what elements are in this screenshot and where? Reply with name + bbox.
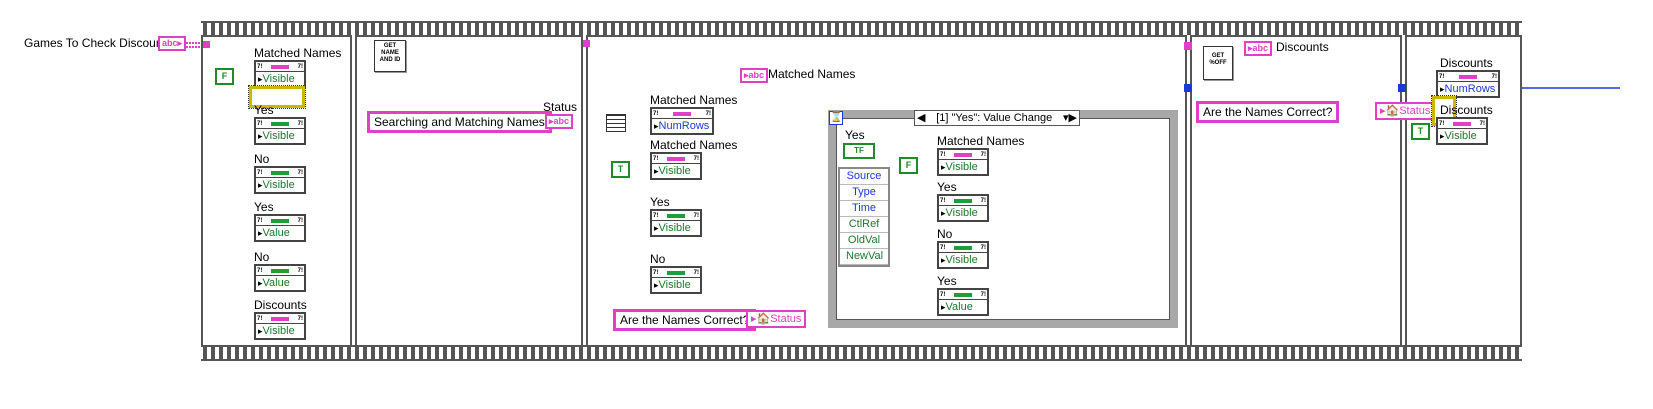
property-node-discounts-numrows[interactable]: 7!7! NumRows: [1436, 70, 1500, 98]
property-node-matched-names-visible[interactable]: 7!7! Visible: [937, 148, 989, 176]
node-label: Yes: [937, 180, 957, 194]
input-string-control[interactable]: abc▸: [158, 36, 187, 51]
property-node-discounts-visible[interactable]: 7!7! Visible: [1436, 117, 1488, 145]
get-percent-off-subvi[interactable]: GET %OFF: [1203, 46, 1233, 80]
matched-names-indicator-label: Matched Names: [768, 67, 856, 81]
node-label: Yes: [254, 200, 274, 214]
node-label: Discounts: [1440, 56, 1493, 70]
question-string-constant[interactable]: Are the Names Correct?: [613, 309, 757, 331]
tunnel: [583, 40, 590, 47]
node-label: Matched Names: [937, 134, 1025, 148]
false-constant[interactable]: F: [899, 157, 918, 174]
node-label: Discounts: [1440, 103, 1493, 117]
discounts-indicator-label: Discounts: [1276, 40, 1329, 54]
node-label: Matched Names: [650, 93, 738, 107]
property-visible: Visible: [256, 72, 304, 86]
next-case-icon[interactable]: ▾▶: [1063, 112, 1077, 124]
property-node-matched-names-numrows[interactable]: 7!7! NumRows: [650, 107, 714, 135]
hourglass-icon[interactable]: ⌛: [829, 111, 843, 125]
sequence-frame-divider: [350, 35, 357, 345]
matched-names-indicator[interactable]: ▸abc: [740, 68, 769, 83]
node-label: No: [254, 250, 270, 264]
input-label: Games To Check Discount: [24, 36, 166, 50]
property-node-yes-visible[interactable]: 7!7! Visible: [937, 194, 989, 222]
node-label: No: [650, 252, 666, 266]
node-label: Yes: [254, 103, 274, 117]
node-label: Yes: [937, 274, 957, 288]
property-node-no-visible[interactable]: 7!7! Visible: [254, 166, 306, 194]
tunnel: [1398, 84, 1406, 92]
status-string-constant[interactable]: Searching and Matching Names: [367, 111, 552, 133]
tunnel: [1184, 84, 1192, 92]
property-node-matched-names-visible[interactable]: 7!7! Visible: [650, 152, 702, 180]
node-label: Matched Names: [650, 138, 738, 152]
property-node-matched-names-visible[interactable]: 7!7! Visible: [254, 60, 306, 88]
sequence-frame-divider: [581, 35, 588, 345]
node-label: Yes: [650, 195, 670, 209]
property-node-yes-value[interactable]: 7!7! Value: [937, 288, 989, 316]
true-constant[interactable]: T: [1411, 123, 1430, 140]
property-node-yes-visible[interactable]: 7!7! Visible: [254, 117, 306, 145]
event-case-title: [1] "Yes": Value Change: [936, 112, 1053, 124]
property-node-no-visible[interactable]: 7!7! Visible: [937, 241, 989, 269]
node-label: No: [937, 227, 953, 241]
status-local-variable[interactable]: ▸🏠Status: [746, 310, 807, 328]
status-caption: Status: [543, 100, 578, 114]
property-node-no-visible[interactable]: 7!7! Visible: [650, 266, 702, 294]
source-label: Yes: [845, 128, 865, 142]
sequence-frame-divider: [1400, 35, 1407, 345]
true-constant[interactable]: T: [611, 161, 630, 178]
node-label: Matched Names: [254, 46, 342, 60]
property-node-no-value[interactable]: 7!7! Value: [254, 264, 306, 292]
property-node-yes-value[interactable]: 7!7! Value: [254, 214, 306, 242]
property-node-discounts-visible[interactable]: 7!7! Visible: [254, 312, 306, 340]
node-label: No: [254, 152, 270, 166]
tunnel: [203, 41, 210, 48]
tunnel: [1184, 42, 1192, 50]
question-string-constant[interactable]: Are the Names Correct?: [1196, 101, 1340, 123]
error-wire-box: [248, 85, 306, 109]
event-case-selector[interactable]: ◀ [1] "Yes": Value Change ▾▶: [914, 110, 1080, 126]
status-local-variable[interactable]: ▸🏠Status: [1375, 102, 1436, 120]
sequence-bottom-border: [201, 345, 1522, 361]
node-label: Discounts: [254, 298, 307, 312]
false-constant[interactable]: F: [215, 68, 234, 85]
discounts-indicator[interactable]: ▸abc: [1244, 41, 1273, 56]
yes-boolean-terminal[interactable]: TF: [843, 143, 875, 159]
property-node-yes-visible[interactable]: 7!7! Visible: [650, 209, 702, 237]
get-name-and-id-subvi[interactable]: GET NAME AND ID: [374, 40, 406, 72]
status-indicator[interactable]: ▸abc: [545, 114, 574, 129]
prev-case-icon[interactable]: ◀: [917, 112, 926, 124]
array-to-table-icon: [606, 114, 626, 132]
event-data-node[interactable]: Source Type Time CtlRef OldVal NewVal: [838, 167, 890, 267]
sequence-frame-divider: [1185, 35, 1192, 345]
sequence-top-border: [201, 21, 1522, 37]
